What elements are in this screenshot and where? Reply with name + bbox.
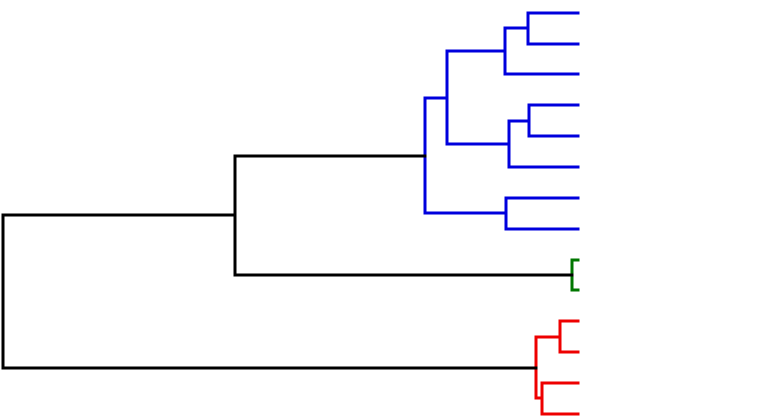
dendrogram-blue-merge-c — [527, 103, 580, 138]
dendrogram-link-blue-green — [233, 154, 574, 277]
dendrogram-links — [1, 11, 580, 416]
dendrogram-blue-merge-a — [526, 11, 580, 46]
dendrogram-blue-merge-f — [504, 196, 580, 231]
dendrogram-blue-merge-g — [423, 96, 508, 215]
dendrogram-blue-merge-d — [507, 119, 580, 169]
dendrogram-red-merge-a — [558, 319, 580, 354]
dendrogram-red-merge-b — [540, 381, 580, 416]
dendrogram-link-root — [1, 213, 538, 370]
dendrogram-red-merge-c — [534, 335, 562, 400]
dendrogram-blue-merge-b — [503, 26, 580, 76]
dendrogram-blue-merge-e — [445, 49, 511, 146]
